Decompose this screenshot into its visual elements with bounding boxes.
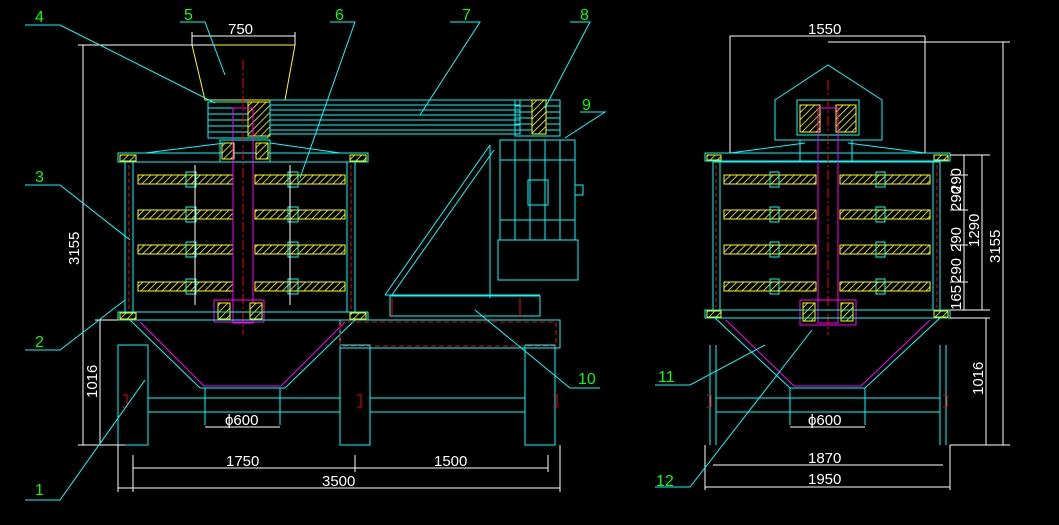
part-label-12: 12 (656, 473, 674, 490)
part-label-3: 3 (35, 169, 44, 186)
side-base-frame (704, 309, 951, 445)
rotor-tiers (137, 165, 346, 305)
dim-hopper-width: 750 (228, 21, 253, 38)
dim-front-total-height: 3155 (66, 232, 83, 265)
side-dimensions (704, 35, 1010, 490)
part-label-10: 10 (578, 371, 596, 388)
side-leader-lines (655, 329, 813, 488)
dim-side-leg-span: 1870 (808, 450, 841, 467)
part-label-4: 4 (35, 9, 44, 26)
part-label-9: 9 (582, 97, 591, 114)
tier-1 (137, 171, 346, 188)
side-shaft (799, 80, 857, 335)
main-shaft (213, 60, 265, 335)
part-label-6: 6 (335, 7, 344, 24)
tier-4 (137, 278, 346, 295)
dim-side-tier-1: 290 (948, 186, 965, 211)
part-label-8: 8 (580, 7, 589, 24)
tier-2 (137, 206, 346, 223)
part-label-5: 5 (184, 7, 193, 24)
leader-lines (25, 21, 607, 501)
motor-assembly (384, 139, 584, 318)
dim-span-right: 1500 (434, 453, 467, 470)
dim-side-base-height: 1016 (970, 362, 987, 395)
side-view (704, 35, 1010, 490)
dim-side-outlet-diameter: ϕ600 (808, 412, 841, 429)
front-dimensions (78, 35, 561, 492)
dim-side-cage-height: 1290 (966, 214, 983, 247)
dim-side-top-width: 1550 (808, 21, 841, 38)
dim-front-outlet-diameter: ϕ600 (225, 412, 258, 429)
dim-span-left: 1750 (226, 453, 259, 470)
front-view (78, 32, 584, 492)
dim-side-total-width: 1950 (808, 471, 841, 488)
side-rotor-tiers (723, 171, 931, 295)
part-label-7: 7 (462, 7, 471, 24)
dim-side-tier-4: 290 (948, 258, 965, 283)
part-label-1: 1 (35, 482, 44, 499)
tier-3 (137, 241, 346, 258)
dim-side-tier-bottom: 165 (948, 285, 965, 310)
dim-total-length: 3500 (322, 473, 355, 490)
dim-side-total-height: 3155 (987, 230, 1004, 263)
dim-side-tier-3: 290 (948, 227, 965, 252)
dim-side-tier-2: 290 (948, 168, 965, 193)
belt-drive (207, 99, 561, 139)
dim-front-base-height: 1016 (84, 365, 101, 398)
base-frame (117, 311, 561, 446)
pulley-guard (774, 64, 883, 141)
part-label-2: 2 (35, 334, 44, 351)
part-label-11: 11 (658, 369, 675, 386)
